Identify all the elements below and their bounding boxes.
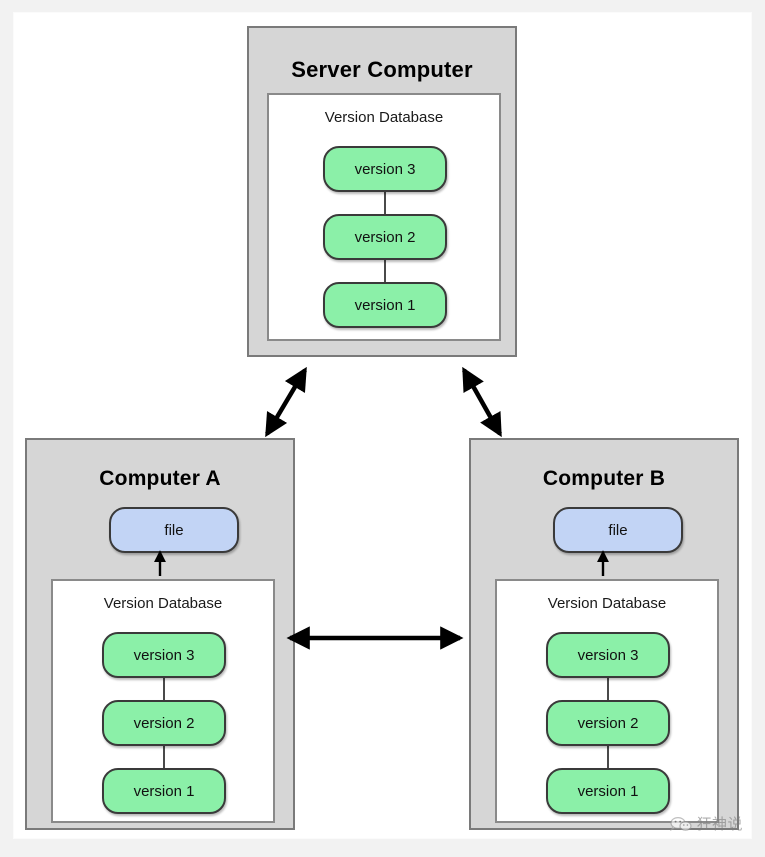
computer-a-connector-3-2 bbox=[163, 678, 165, 700]
computer-b-version-database-label: Version Database bbox=[547, 595, 667, 612]
computer-b-connector-3-2 bbox=[607, 678, 609, 700]
server-version-2-label: version 2 bbox=[354, 228, 416, 246]
computer-a-version-3-label: version 3 bbox=[133, 646, 195, 664]
computer-a-file-label: file bbox=[164, 521, 184, 539]
computer-a-box: Computer A file Version Database version… bbox=[25, 438, 295, 830]
computer-a-version-2-label: version 2 bbox=[133, 714, 195, 732]
computer-a-version-1[interactable]: version 1 bbox=[102, 768, 226, 814]
computer-a-version-3[interactable]: version 3 bbox=[102, 632, 226, 678]
computer-b-file[interactable]: file bbox=[553, 507, 683, 553]
server-version-2[interactable]: version 2 bbox=[323, 214, 447, 260]
computer-b-version-1[interactable]: version 1 bbox=[546, 768, 670, 814]
server-version-3-label: version 3 bbox=[354, 160, 416, 178]
computer-b-version-2-label: version 2 bbox=[577, 714, 639, 732]
watermark-text: 狂神说 bbox=[696, 815, 743, 833]
computer-b-version-3-label: version 3 bbox=[577, 646, 639, 664]
computer-a-version-database-label: Version Database bbox=[103, 595, 223, 612]
server-connector-2-1 bbox=[384, 260, 386, 282]
server-version-database-box: Version Database version 3 version 2 ver… bbox=[267, 93, 501, 341]
server-version-3[interactable]: version 3 bbox=[323, 146, 447, 192]
computer-b-version-3[interactable]: version 3 bbox=[546, 632, 670, 678]
server-computer-title: Server Computer bbox=[291, 57, 473, 82]
wechat-icon bbox=[670, 816, 693, 831]
server-computer-box: Server Computer Version Database version… bbox=[247, 26, 517, 357]
computer-b-connector-2-1 bbox=[607, 746, 609, 768]
server-version-1[interactable]: version 1 bbox=[323, 282, 447, 328]
computer-b-box: Computer B file Version Database version… bbox=[469, 438, 739, 830]
computer-a-file[interactable]: file bbox=[109, 507, 239, 553]
server-version-1-label: version 1 bbox=[354, 296, 416, 314]
computer-b-file-label: file bbox=[608, 521, 628, 539]
computer-b-version-2[interactable]: version 2 bbox=[546, 700, 670, 746]
computer-a-version-2[interactable]: version 2 bbox=[102, 700, 226, 746]
server-version-database-label: Version Database bbox=[324, 109, 444, 126]
computer-b-version-1-label: version 1 bbox=[577, 782, 639, 800]
computer-a-title: Computer A bbox=[99, 467, 221, 490]
watermark: 狂神说 bbox=[670, 813, 743, 834]
server-connector-3-2 bbox=[384, 192, 386, 214]
computer-b-title: Computer B bbox=[542, 467, 666, 490]
computer-a-version-1-label: version 1 bbox=[133, 782, 195, 800]
computer-b-version-database-box: Version Database version 3 version 2 ver… bbox=[495, 579, 719, 823]
computer-a-connector-2-1 bbox=[163, 746, 165, 768]
diagram-page: Server Computer Version Database version… bbox=[14, 13, 751, 838]
computer-a-version-database-box: Version Database version 3 version 2 ver… bbox=[51, 579, 275, 823]
